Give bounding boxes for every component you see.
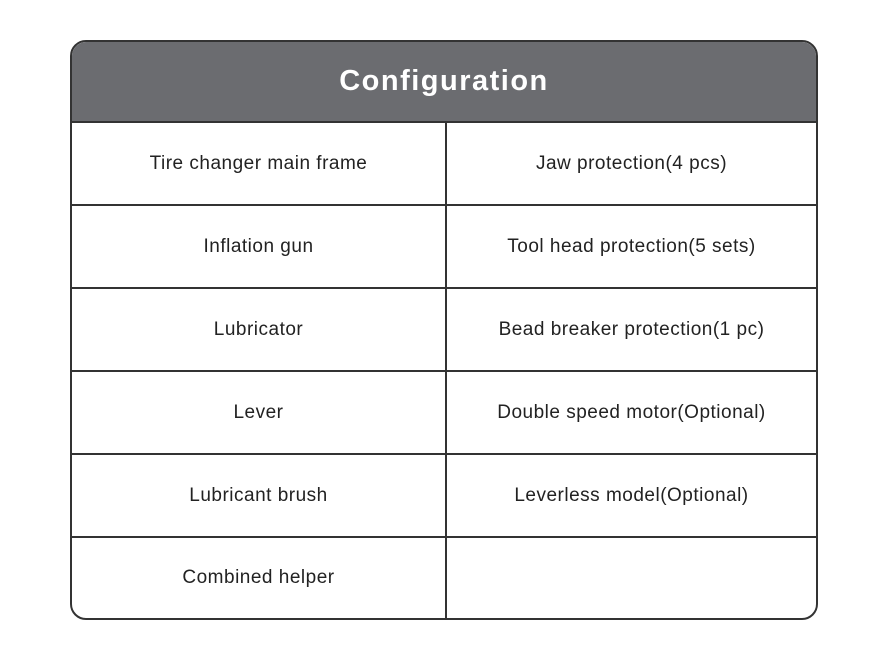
table-row: Tire changer main frame Jaw protection(4… — [72, 123, 816, 206]
configuration-table: Configuration Tire changer main frame Ja… — [70, 40, 818, 620]
table-row: Inflation gun Tool head protection(5 set… — [72, 206, 816, 289]
table-cell — [445, 538, 816, 618]
table-row: Lever Double speed motor(Optional) — [72, 372, 816, 455]
table-cell: Double speed motor(Optional) — [445, 372, 816, 453]
table-cell: Tire changer main frame — [149, 152, 368, 174]
table-title: Configuration — [72, 42, 816, 123]
table-cell: Tool head protection(5 sets) — [445, 206, 816, 287]
table-row: Lubricator Bead breaker protection(1 pc) — [72, 289, 816, 372]
table-cell: Combined helper — [182, 567, 335, 588]
table-cell: Inflation gun — [203, 235, 314, 257]
table-cell: Lubricant brush — [189, 484, 328, 506]
table-cell: Jaw protection(4 pcs) — [445, 123, 816, 204]
table-cell: Lubricator — [213, 318, 304, 340]
table-row: Lubricant brush Leverless model(Optional… — [72, 455, 816, 538]
table-cell: Bead breaker protection(1 pc) — [445, 289, 816, 370]
table-row: Combined helper — [72, 538, 816, 618]
table-cell: Lever — [233, 401, 284, 423]
table-cell: Leverless model(Optional) — [445, 455, 816, 536]
